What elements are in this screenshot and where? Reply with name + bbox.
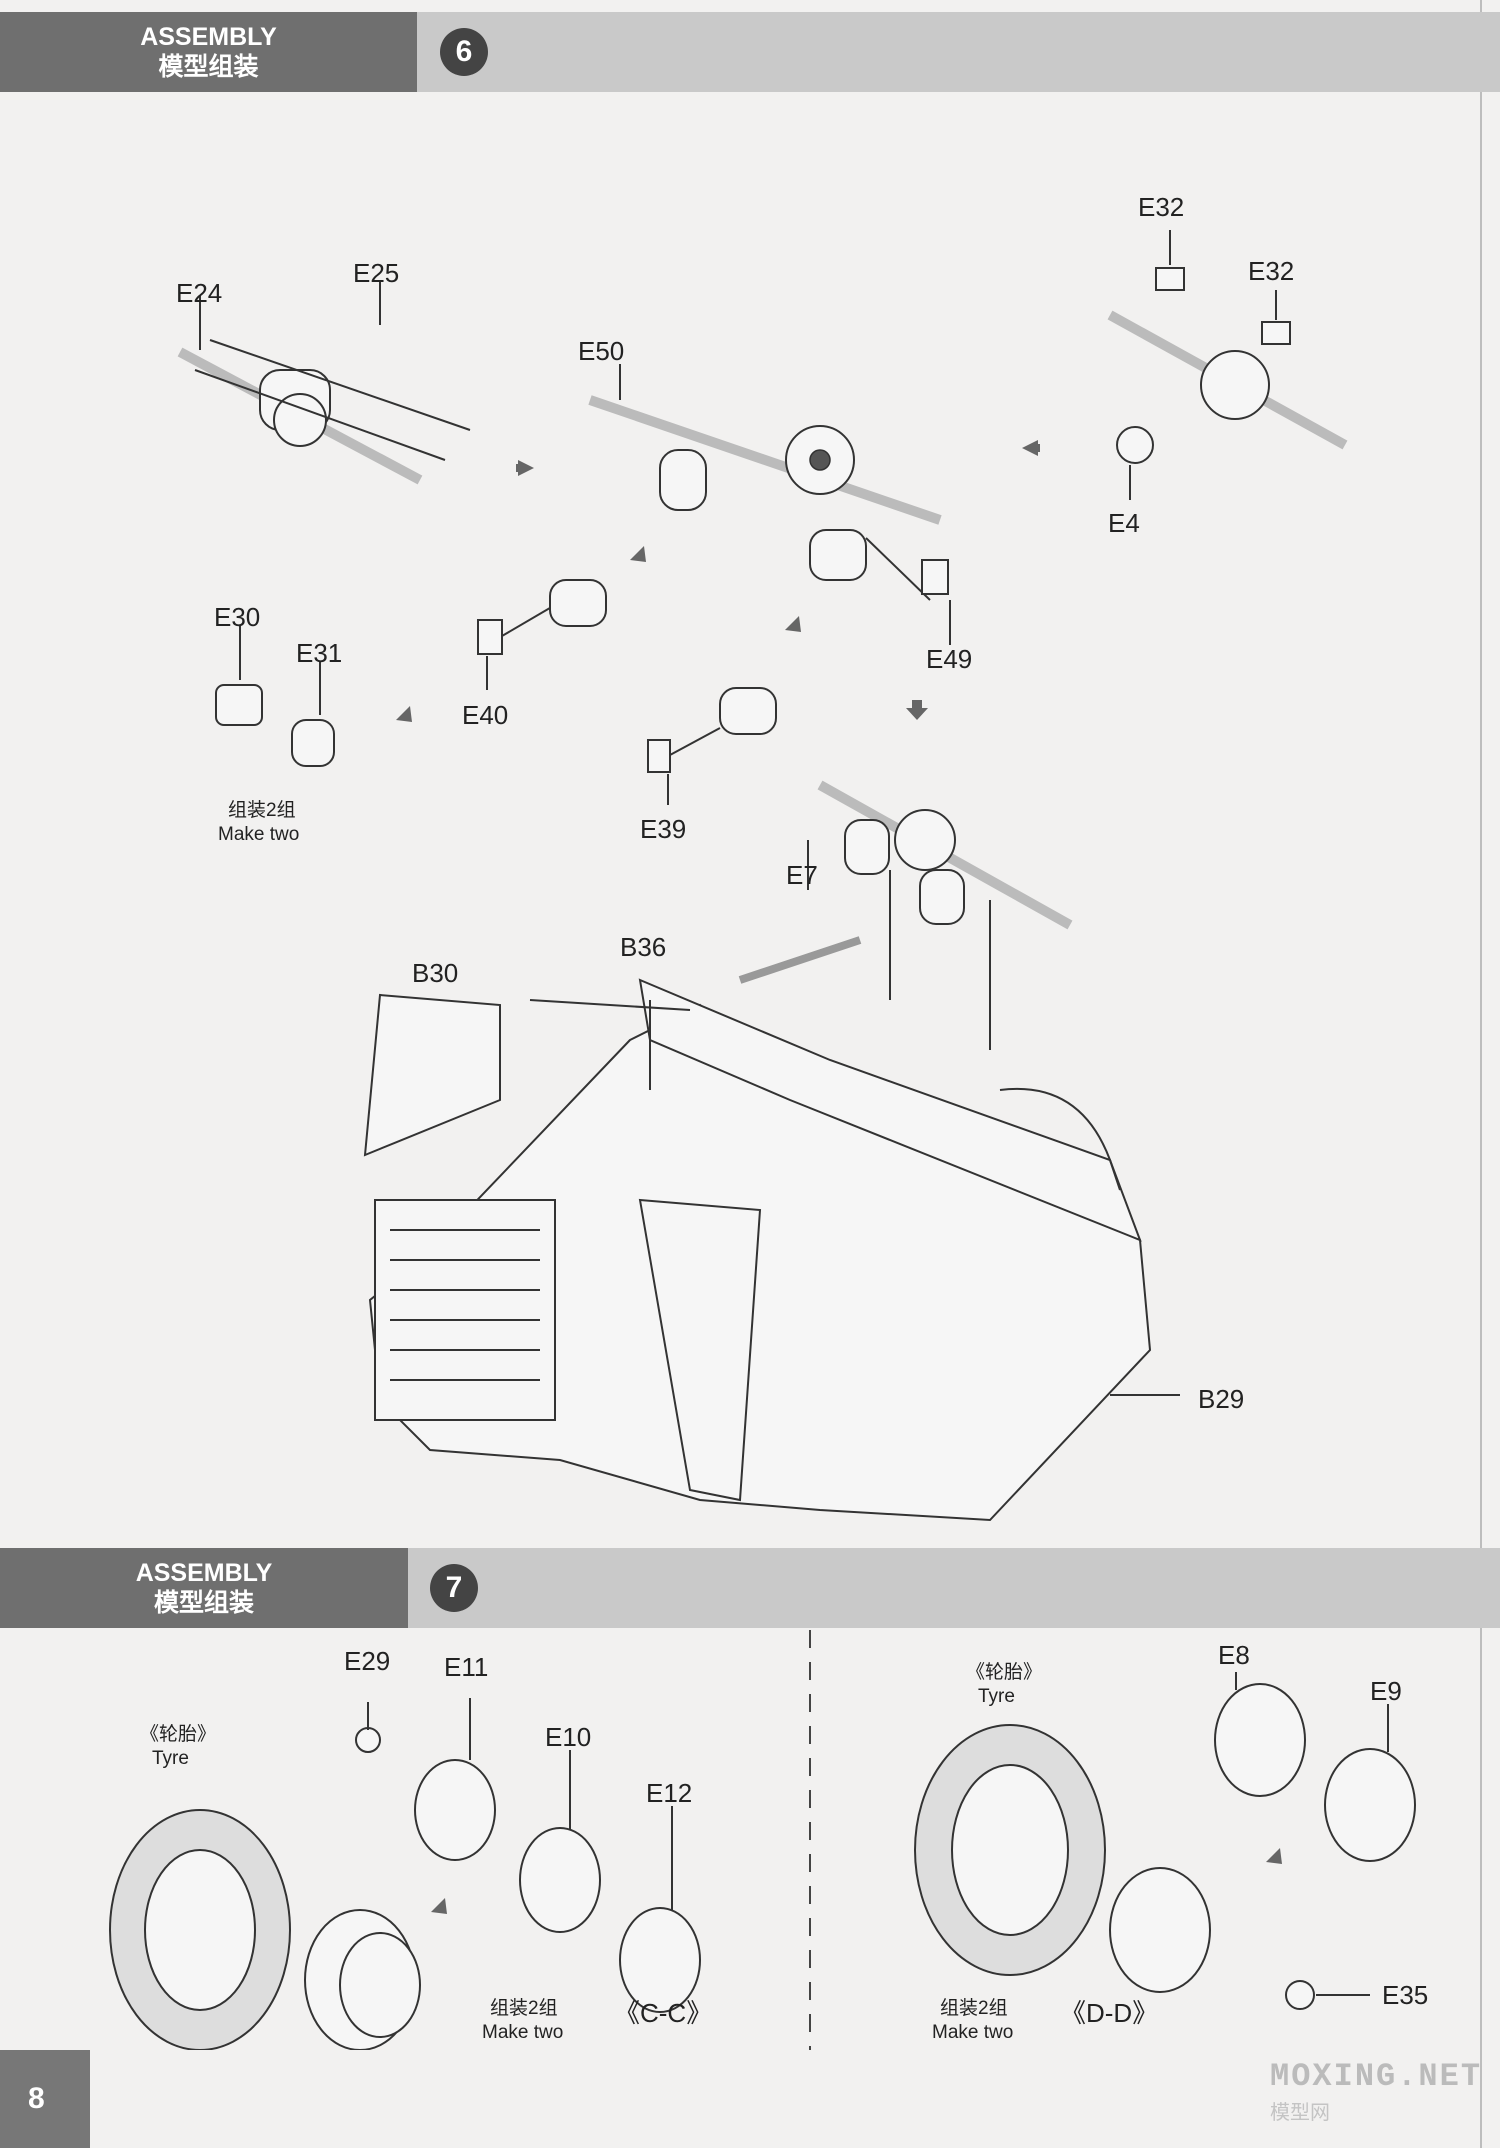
grille (390, 1229, 540, 1381)
watermark-sub: 模型网 (1270, 2102, 1330, 2124)
label-b36: B36 (620, 932, 666, 962)
tyre-right (914, 1724, 1370, 2010)
step-7-number: 7 (430, 1564, 478, 1612)
label-b29: B29 (1198, 1384, 1244, 1414)
label-e29: E29 (344, 1646, 390, 1676)
arrow-down-left-icon (431, 1898, 447, 1914)
label-e50: E50 (578, 336, 624, 366)
label-e9: E9 (1370, 1676, 1402, 1706)
make-two-en-right: Make two (932, 2022, 1013, 2043)
arrow-up-right-icon-2 (630, 546, 646, 562)
label-e8: E8 (1218, 1640, 1250, 1670)
chassis-hull (363, 978, 1180, 1522)
tyre-en-left: Tyre (152, 1748, 189, 1769)
shock-e40 (477, 579, 607, 690)
arrow-right-icon (516, 460, 534, 476)
step-7-title-cn: 模型组装 (153, 1589, 254, 1617)
arrow-left-icon (1022, 440, 1040, 456)
label-e30: E30 (214, 602, 260, 632)
tyre-left (109, 1809, 421, 2050)
step-6-header: ASSEMBLY 模型组装 6 (0, 12, 1500, 92)
step-6-title-box: ASSEMBLY 模型组装 (0, 12, 417, 92)
axle-assembly-e7 (738, 780, 1073, 1050)
label-e49: E49 (926, 644, 972, 674)
axle-e50 (588, 364, 942, 525)
tyre-cn-right: 《轮胎》 (966, 1661, 1042, 1683)
axle-e24-e25 (177, 280, 471, 485)
tyre-en-right: Tyre (978, 1686, 1015, 1707)
label-b30: B30 (412, 958, 458, 988)
label-e24: E24 (176, 278, 222, 308)
label-e32-a: E32 (1138, 192, 1184, 222)
axle-e32-e4 (1107, 230, 1348, 500)
step-6-title-cn: 模型组装 (158, 53, 259, 81)
step-7-title-en: ASSEMBLY (135, 1559, 273, 1587)
label-e39: E39 (640, 814, 686, 844)
label-e32-b: E32 (1248, 256, 1294, 286)
page-number: 8 (0, 2050, 90, 2148)
label-e4: E4 (1108, 508, 1140, 538)
make-two-cn-6: 组装2组 (228, 799, 296, 821)
step-7-title-box: ASSEMBLY 模型组装 (0, 1548, 408, 1628)
arrow-up-right-icon (396, 706, 412, 722)
shock-e39 (647, 687, 777, 805)
step-6-title-en: ASSEMBLY (140, 23, 277, 51)
arrow-down-icon (906, 700, 928, 720)
label-e12: E12 (646, 1778, 692, 1808)
hub-parts-right (1214, 1672, 1416, 1862)
step-7-bar (408, 1548, 1500, 1628)
label-e31: E31 (296, 638, 342, 668)
arrow-down-left-icon-2 (1266, 1848, 1282, 1864)
label-e10: E10 (545, 1722, 591, 1752)
hub-parts-left (355, 1698, 701, 2013)
step-7-header: ASSEMBLY 模型组装 7 (0, 1548, 1500, 1628)
tyre-cn-left: 《轮胎》 (140, 1723, 216, 1745)
step-7-diagram: 《轮胎》 Tyre E29 E11 E10 E12 组装2组 Make two … (109, 1630, 1428, 2050)
bracket-e30-e31 (215, 625, 335, 767)
step-6-bar (417, 12, 1500, 92)
make-two-cn-left: 组装2组 (490, 1997, 558, 2019)
label-dd: 《D-D》 (1060, 1998, 1158, 2028)
label-cc: 《C-C》 (614, 1998, 712, 2028)
page-edge (1480, 0, 1482, 2148)
label-e35: E35 (1382, 1980, 1428, 2010)
label-e11: E11 (444, 1652, 488, 1682)
step-6-number: 6 (440, 28, 488, 76)
label-e7: E7 (786, 860, 818, 890)
watermark: MOXING.NET (1270, 2058, 1483, 2095)
make-two-en-left: Make two (482, 2022, 563, 2043)
make-two-en-6: Make two (218, 824, 299, 845)
make-two-cn-right: 组装2组 (940, 1997, 1008, 2019)
shock-e49 (809, 529, 951, 645)
arrow-up-right-icon-3 (785, 616, 801, 632)
step-6-diagram: E24 E25 E50 E32 E32 E4 (176, 192, 1348, 1522)
label-e40: E40 (462, 700, 508, 730)
label-e25: E25 (353, 258, 399, 288)
